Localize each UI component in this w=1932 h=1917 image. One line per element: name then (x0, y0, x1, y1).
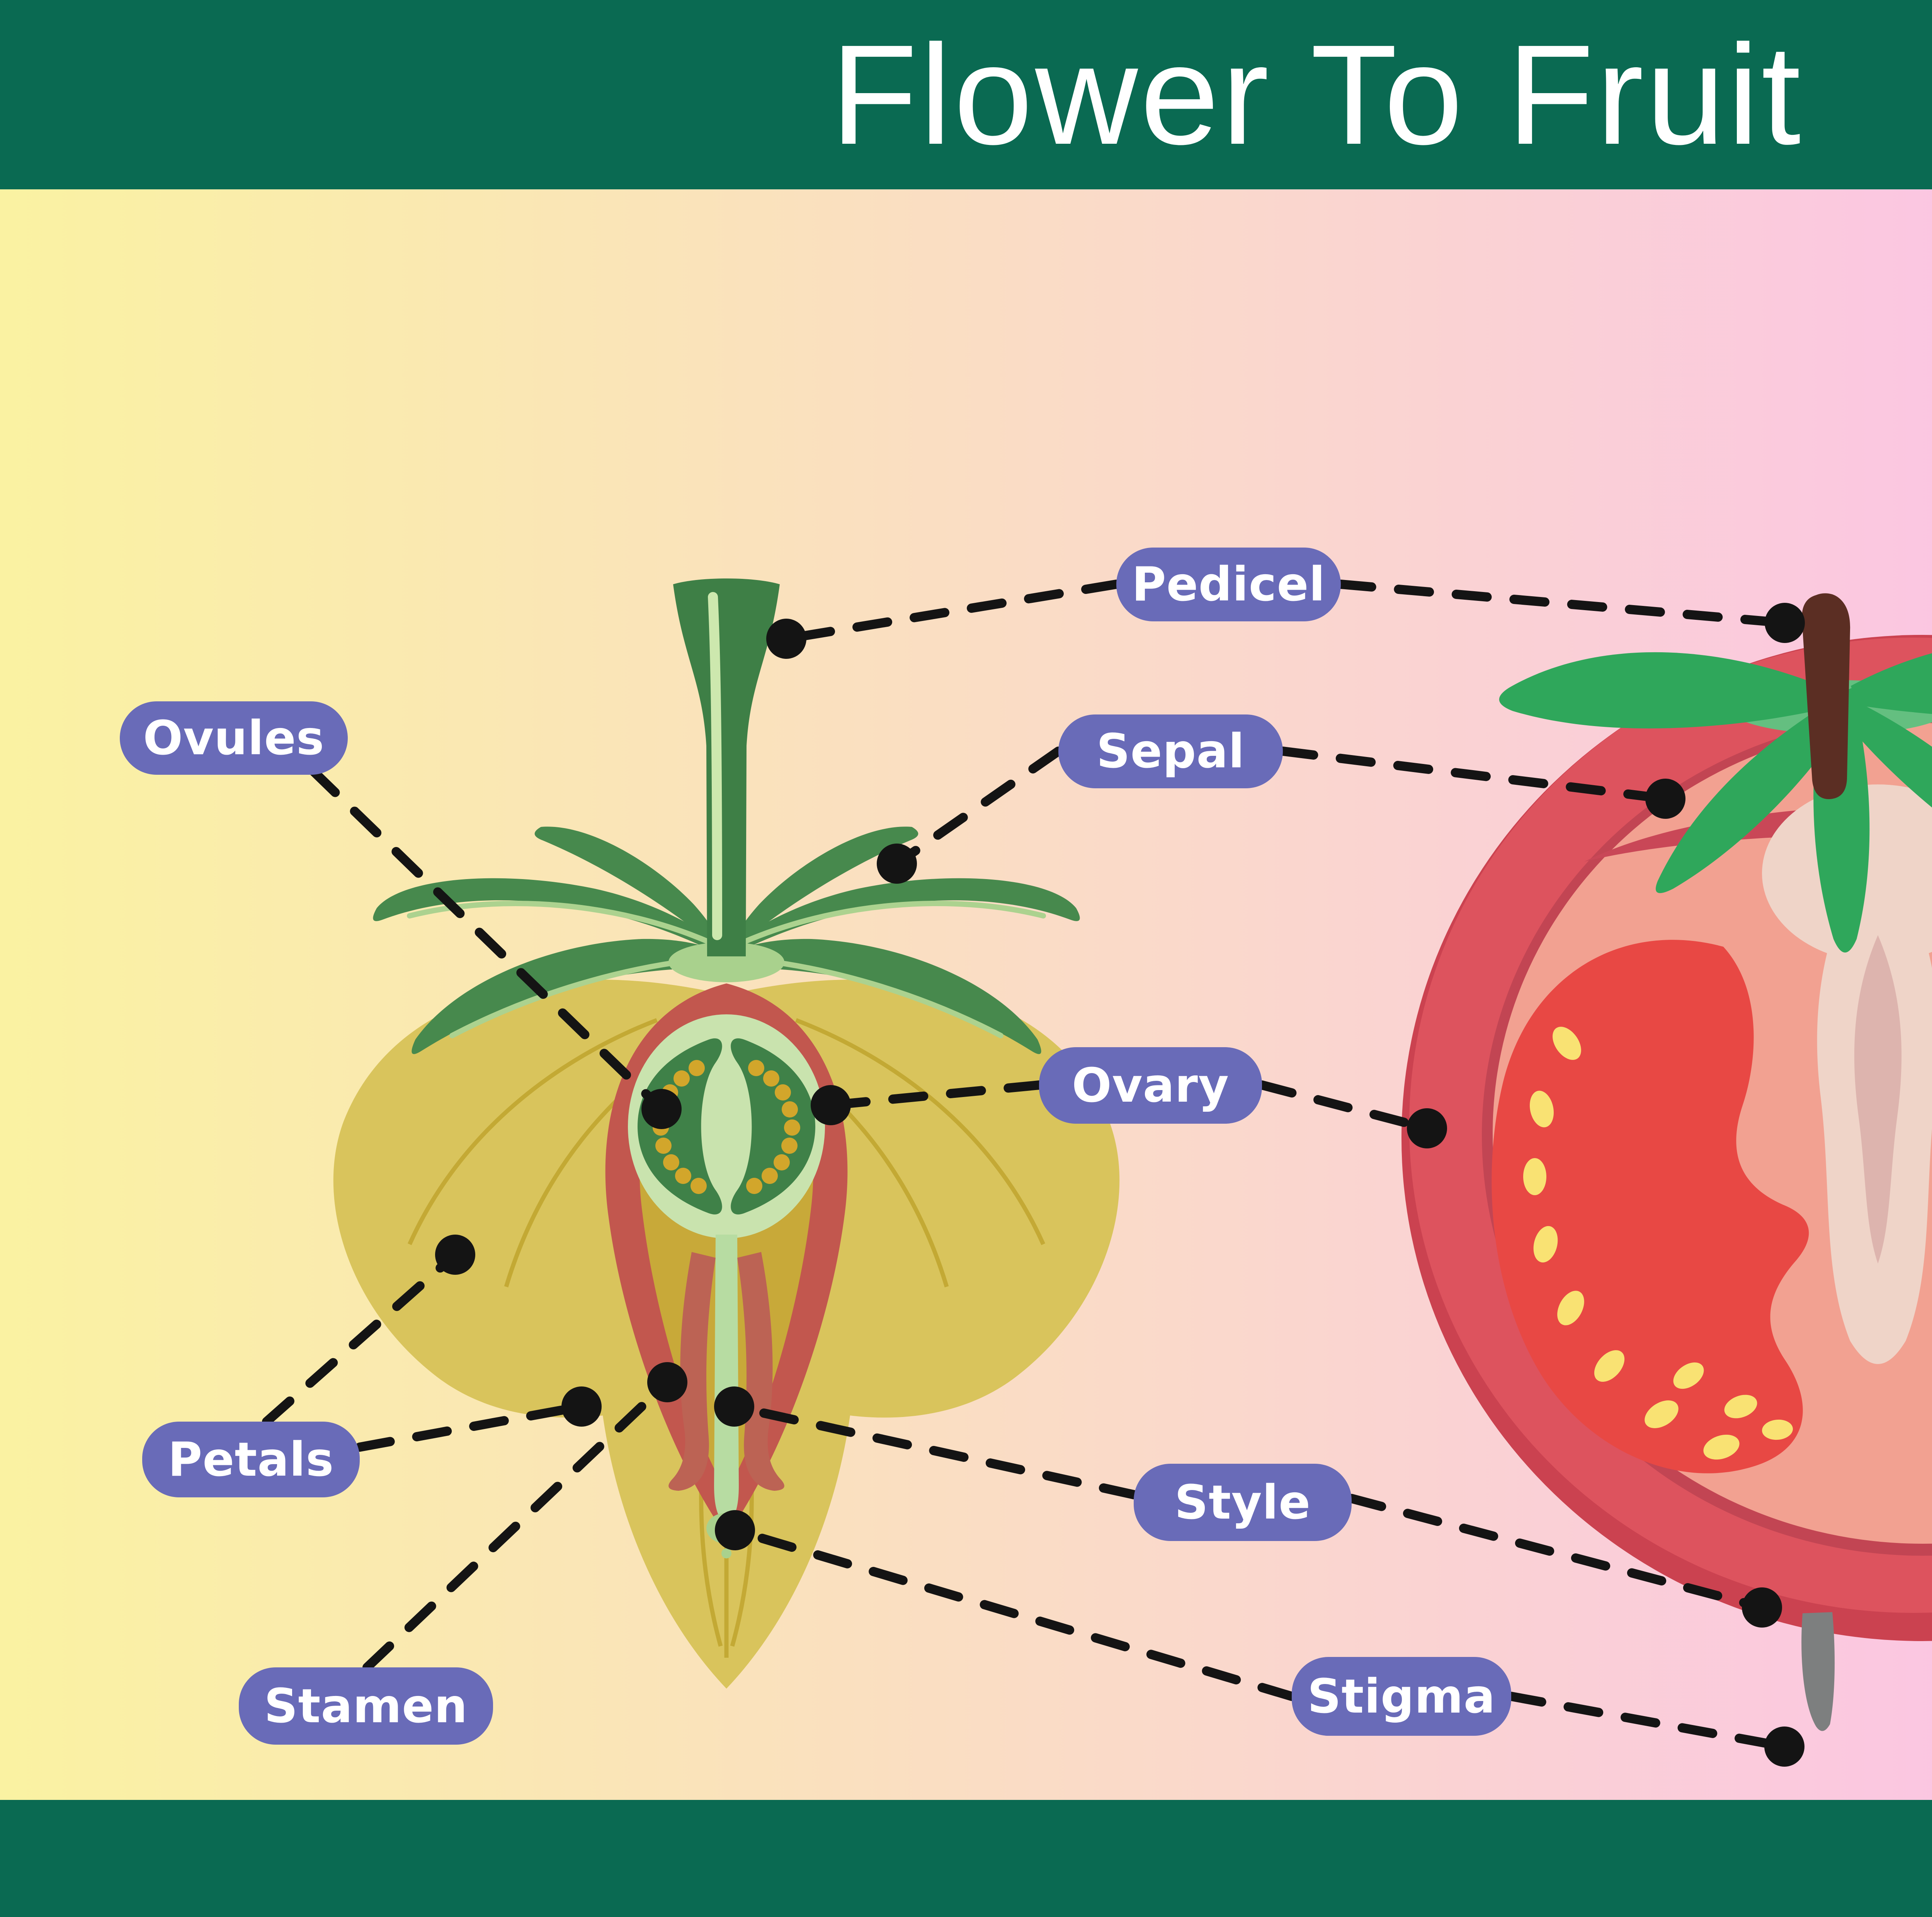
header-band: Flower To Fruit (0, 0, 1932, 189)
line-pedicel-to-flower (782, 580, 1121, 643)
tomato-fruit-cross-section-illustration (1401, 593, 1932, 1731)
line-stamen (362, 1378, 672, 1672)
connector-lines (262, 580, 1789, 1751)
line-ovary-to-tomato (1257, 1080, 1432, 1133)
line-ovary-to-flower (826, 1080, 1044, 1110)
line-style-to-tomato (1347, 1494, 1767, 1612)
line-petals-2 (355, 1402, 586, 1452)
line-sepal-to-flower (892, 747, 1063, 868)
line-stigma-to-tomato (1507, 1692, 1789, 1751)
line-pedicel-to-tomato (1336, 580, 1789, 628)
flower-ovary (628, 1014, 825, 1238)
label-stamen: Stamen (239, 1667, 493, 1745)
label-ovules: Ovules (120, 701, 348, 775)
label-pedicel: Pedicel (1116, 548, 1341, 621)
line-style-to-flower (730, 1402, 1138, 1499)
label-petals: Petals (142, 1422, 360, 1497)
line-sepal-to-tomato (1278, 747, 1670, 803)
tomato-seeds (1523, 1027, 1793, 1460)
tomato-stem (1802, 593, 1850, 799)
label-stigma: Stigma (1292, 1657, 1511, 1736)
flower-sepals (373, 827, 1080, 1054)
page-title: Flower To Fruit (830, 15, 1803, 174)
line-petals-1 (262, 1250, 460, 1426)
label-ovary: Ovary (1039, 1047, 1262, 1124)
tomato-locules (1492, 940, 1809, 1473)
line-stigma-to-flower (730, 1526, 1296, 1701)
footer-band (0, 1800, 1932, 1917)
line-ovules (308, 766, 666, 1114)
label-sepal: Sepal (1058, 714, 1283, 788)
flower-stamens (668, 1252, 784, 1491)
flower-sepal-collar (668, 942, 784, 982)
flower-pedicel (673, 578, 780, 956)
connector-dots (435, 603, 1805, 1767)
tomato-stigma-remnant (1801, 1612, 1835, 1731)
label-style: Style (1134, 1464, 1352, 1541)
